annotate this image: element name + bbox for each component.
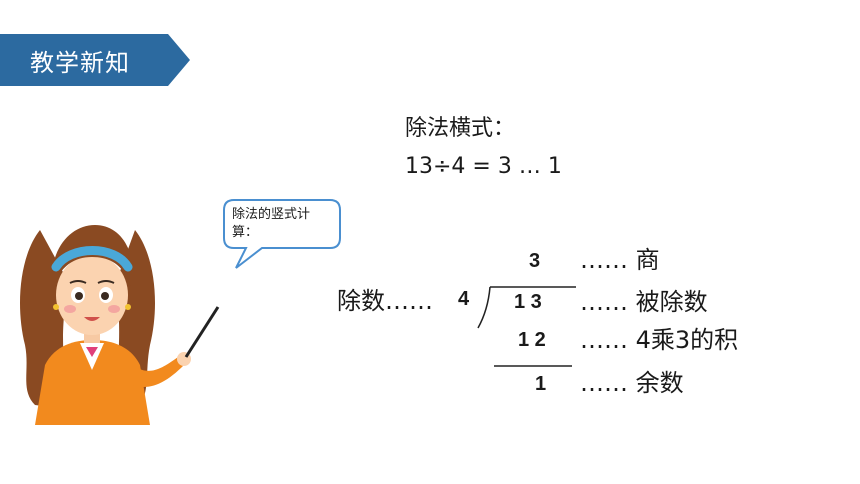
product-digits: 1 2 (518, 329, 546, 351)
section-banner: 教学新知 (0, 34, 190, 86)
quotient-digit: 3 (529, 250, 541, 272)
divisor-label: 除数…… (337, 287, 433, 315)
remainder-digit: 1 (535, 373, 547, 395)
equation-caption: 除法横式： (405, 116, 516, 141)
product-label: …… 4乘3的积 (580, 326, 739, 354)
teacher-illustration (20, 225, 220, 425)
bubble-text: 除法的竖式计算： (232, 207, 311, 240)
remainder-label: …… 余数 (580, 369, 684, 397)
division-bracket (477, 286, 491, 329)
dividend-digits: 1 3 (514, 291, 542, 313)
banner-shape (0, 34, 190, 86)
speech-bubble (223, 199, 341, 269)
quotient-label: …… 商 (580, 246, 660, 274)
section-title: 教学新知 (30, 49, 130, 77)
divisor-digit: 4 (458, 288, 470, 310)
dividend-label: …… 被除数 (580, 288, 708, 316)
equation-expression: 13÷4 = 3 … 1 (405, 154, 562, 179)
